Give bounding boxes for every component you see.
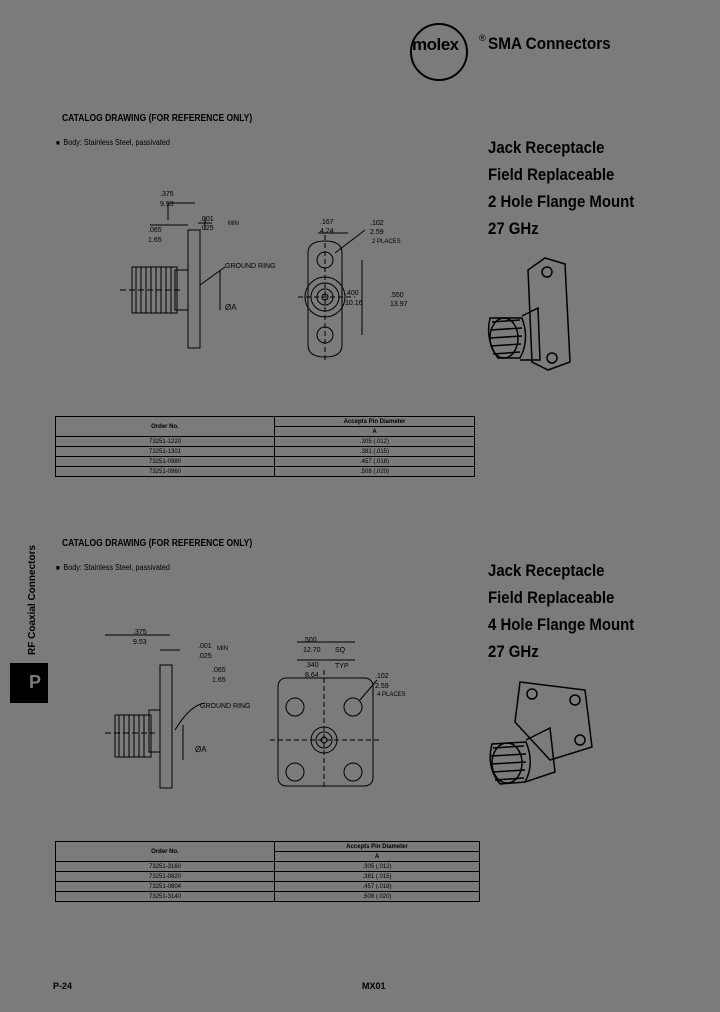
molex-logo: molex [412, 35, 459, 54]
dim-flange-mm: .025 [198, 653, 212, 660]
section2-order-table: Order No. Accepts Pin Diameter A 73251-3… [55, 841, 480, 902]
page-number: P-24 [53, 981, 73, 991]
registered-mark: ® [479, 33, 486, 43]
dim-flange: .001 [200, 216, 214, 223]
dim-hole-spacing: .167 [320, 219, 334, 226]
section1-side-drawing: .375 9.53 .001 .025 MIN .065 1.65 GROUND… [120, 191, 276, 349]
spec-replaceable: Field Replaceable [488, 165, 615, 184]
pin-diameter: .457 (.018) [274, 881, 480, 892]
table-row: 73251-1301 .381 (.015) [55, 446, 475, 457]
table-header-order: Order No. [55, 416, 275, 437]
pin-diameter: .305 (.012) [274, 861, 480, 872]
dim-hole-dia-mm: 2.59 [370, 229, 384, 236]
dim-overall-length-mm: 9.53 [160, 201, 174, 208]
pin-diameter: .305 (.012) [274, 436, 475, 447]
table-header-pin: Accepts Pin Diameter [274, 841, 480, 852]
ground-ring-label: GROUND RING [200, 703, 251, 710]
dim-flange-length-mm: 13.97 [390, 301, 408, 308]
dim-hole-dia: .102 [375, 673, 389, 680]
order-number: 73251-0820 [55, 871, 275, 882]
spec-type: Jack Receptacle [488, 561, 605, 580]
pin-diameter-label: ØA [225, 303, 237, 312]
dim-recess: .065 [212, 667, 226, 674]
table-row: 73251-0980 .457 (.018) [55, 456, 475, 467]
section-tab [10, 663, 48, 703]
dim-flange: .001 [198, 643, 212, 650]
table-row: 73251-0804 .457 (.018) [55, 881, 480, 892]
dim-flange-size: .500 [303, 637, 317, 644]
order-number: 73251-3140 [55, 891, 275, 902]
table-header-pin: Accepts Pin Diameter [274, 416, 475, 427]
dim-hole-dia: .102 [370, 220, 384, 227]
order-number: 73251-1220 [55, 436, 275, 447]
table-row: 73251-0960 .508 (.020) [55, 466, 475, 477]
section2-specs: Jack Receptacle Field Replaceable 4 Hole… [488, 557, 634, 665]
dim-typical: TYP [335, 663, 349, 670]
pin-diameter: .508 (.020) [274, 466, 475, 477]
ground-ring-label: GROUND RING [225, 263, 276, 270]
page-title: SMA Connectors [488, 34, 611, 53]
section2-front-drawing: .500 12.70 SQ .340 8.64 TYP .102 2.59 4 … [270, 637, 406, 790]
section-tab-label: RF Coaxial Connectors [27, 544, 38, 655]
catalog-code: MX01 [362, 981, 386, 991]
dim-places: 4 PLACES [377, 692, 406, 698]
spec-mount: 2 Hole Flange Mount [488, 192, 635, 211]
table-row: 73251-0820 .381 (.015) [55, 871, 480, 882]
dim-square: SQ [335, 647, 346, 654]
table-header-a: A [274, 851, 480, 862]
pin-diameter-label: ØA [195, 745, 207, 754]
dim-overall-length: .375 [133, 629, 147, 636]
dim-min: MIN [228, 221, 239, 227]
dim-min: MIN [217, 646, 228, 652]
section1-order-table: Order No. Accepts Pin Diameter A 73251-1… [55, 416, 475, 477]
dim-flange-mm: .025 [200, 225, 214, 232]
section2-material: Body: Stainless Steel, passivated [56, 563, 169, 572]
section2-title: CATALOG DRAWING (FOR REFERENCE ONLY) [62, 538, 253, 549]
section2-product-image [489, 681, 593, 785]
dim-recess-mm: 1.65 [212, 677, 226, 684]
table-row: 73251-3140 .508 (.020) [55, 891, 480, 902]
order-number: 73251-3160 [55, 861, 275, 872]
dim-flange-width-mm: 10.16 [345, 300, 363, 307]
pin-diameter: .508 (.020) [274, 891, 480, 902]
dim-hole-spacing: .340 [305, 662, 319, 669]
order-number: 73251-0804 [55, 881, 275, 892]
order-number: 73251-0960 [55, 466, 275, 477]
dim-flange-width: .400 [345, 290, 359, 297]
dim-flange-size-mm: 12.70 [303, 647, 321, 654]
section-tab-letter: P [29, 672, 42, 692]
dim-hole-spacing-mm: 4.24 [320, 228, 334, 235]
spec-frequency: 27 GHz [488, 642, 539, 661]
pin-diameter: .381 (.015) [274, 871, 480, 882]
spec-replaceable: Field Replaceable [488, 588, 615, 607]
dim-recess: .065 [148, 227, 162, 234]
molex-logo-ring [410, 23, 468, 81]
section2-side-drawing: .375 9.53 .001 .025 MIN .065 1.65 GROUND… [105, 629, 251, 789]
section1-product-image [487, 257, 571, 371]
dim-recess-mm: 1.65 [148, 237, 162, 244]
table-header-order: Order No. [55, 841, 275, 862]
table-row: 73251-3160 .305 (.012) [55, 861, 480, 872]
section1-front-drawing: .167 4.24 .102 2.59 2 PLACES .400 10.16 … [298, 219, 408, 363]
spec-type: Jack Receptacle [488, 138, 605, 157]
dim-hole-dia-mm: 2.59 [375, 683, 389, 690]
spec-mount: 4 Hole Flange Mount [488, 615, 635, 634]
pin-diameter: .457 (.018) [274, 456, 475, 467]
dim-hole-spacing-mm: 8.64 [305, 672, 319, 679]
spec-frequency: 27 GHz [488, 219, 539, 238]
table-row: 73251-1220 .305 (.012) [55, 436, 475, 447]
dim-overall-length-mm: 9.53 [133, 639, 147, 646]
table-header-a: A [274, 426, 475, 437]
order-number: 73251-0980 [55, 456, 275, 467]
pin-diameter: .381 (.015) [274, 446, 475, 457]
order-number: 73251-1301 [55, 446, 275, 457]
dim-places: 2 PLACES [372, 239, 401, 245]
dim-flange-length: .550 [390, 292, 404, 299]
section1-material: Body: Stainless Steel, passivated [56, 138, 169, 147]
section1-specs: Jack Receptacle Field Replaceable 2 Hole… [488, 134, 634, 242]
dim-overall-length: .375 [160, 191, 174, 198]
section1-title: CATALOG DRAWING (FOR REFERENCE ONLY) [62, 113, 253, 124]
